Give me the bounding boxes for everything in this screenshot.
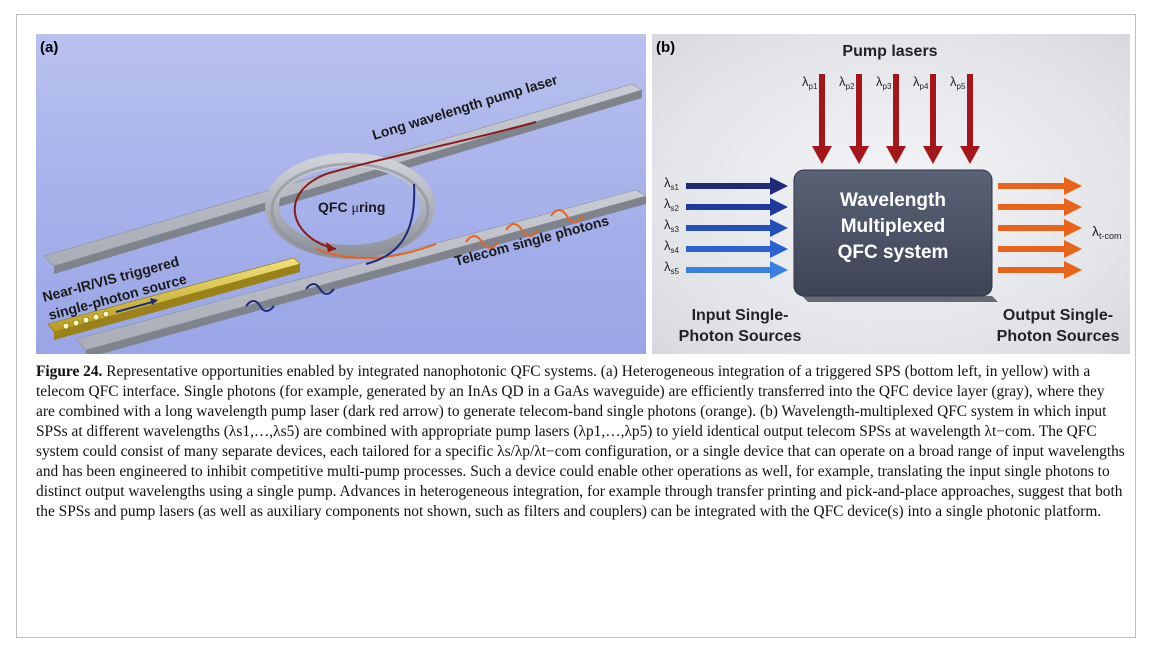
- output-wavelength-label: λt-com: [1092, 223, 1122, 241]
- pump-label-5: λp5: [950, 74, 966, 91]
- telecom-photon-2: [505, 223, 539, 237]
- output-caption-line2: Photon Sources: [997, 328, 1120, 345]
- input-caption-line1: Input Single-: [692, 307, 789, 324]
- input-arrow-4: λs4: [664, 238, 788, 258]
- figure-label: Figure 24.: [36, 363, 103, 380]
- input-caption-line2: Photon Sources: [679, 328, 802, 345]
- telecom-photon-1: [465, 235, 499, 249]
- input-label-2: λs2: [664, 196, 680, 213]
- pump-label-4: λp4: [913, 74, 929, 91]
- figure-frame: [16, 14, 1136, 638]
- output-arrow-5: [998, 261, 1082, 279]
- input-label-4: λs4: [664, 238, 680, 255]
- box-line-1: Wavelength: [840, 190, 946, 211]
- input-arrow-1: λs1: [664, 175, 788, 195]
- output-caption-line1: Output Single-: [1003, 307, 1113, 324]
- pump-arrow-1: λp1: [802, 74, 832, 164]
- pump-laser-text: Long wavelength pump laser: [370, 71, 560, 143]
- panel-b-label: (b): [656, 39, 675, 56]
- caption-text: Representative opportunities enabled by …: [36, 363, 1125, 520]
- output-arrow-2: [998, 198, 1082, 216]
- input-label-3: λs3: [664, 217, 680, 234]
- panel-a-label: (a): [40, 39, 58, 56]
- input-photon-2: [305, 283, 335, 295]
- pump-arrow-5: λp5: [950, 74, 980, 164]
- input-arrows: λs1 λs2 λs3 λs4 λs5: [664, 175, 788, 279]
- box-line-3: QFC system: [838, 242, 949, 263]
- input-photon-1: [245, 300, 275, 312]
- pump-arrows: λp1 λp2 λp3 λp4 λp5: [802, 74, 980, 164]
- pump-arrow-2: λp2: [839, 74, 869, 164]
- input-label-5: λs5: [664, 259, 680, 276]
- input-arrow-3: λs3: [664, 217, 788, 237]
- pump-label-2: λp2: [839, 74, 855, 91]
- pump-lasers-title: Pump lasers: [842, 43, 937, 60]
- pump-label-1: λp1: [802, 74, 818, 91]
- figure-caption: Figure 24. Representative opportunities …: [36, 362, 1126, 522]
- ring-text: QFC μring: [318, 199, 385, 216]
- panel-b-diagram: (b) Pump lasers Wavelength Multiplexed Q…: [652, 34, 1130, 354]
- output-arrow-3: [998, 219, 1082, 237]
- output-arrow-4: [998, 240, 1082, 258]
- panel-a-illustration: (a) Long wavelength pump laser QFC μring…: [36, 34, 646, 354]
- pump-label-3: λp3: [876, 74, 892, 91]
- box-line-2: Multiplexed: [841, 216, 946, 237]
- output-waveguide: [75, 189, 646, 351]
- panel-a-svg: (a) Long wavelength pump laser QFC μring…: [40, 39, 646, 354]
- input-arrow-5: λs5: [664, 259, 788, 279]
- pump-arrow-4: λp4: [913, 74, 943, 164]
- panel-b-svg: (b) Pump lasers Wavelength Multiplexed Q…: [656, 39, 1122, 345]
- pump-arrow: [293, 121, 537, 250]
- pump-arrow-3: λp3: [876, 74, 906, 164]
- output-arrows: [998, 177, 1082, 279]
- output-arrow-1: [998, 177, 1082, 195]
- telecom-photon-3: [550, 209, 584, 223]
- input-arrow-2: λs2: [664, 196, 788, 216]
- input-label-1: λs1: [664, 175, 680, 192]
